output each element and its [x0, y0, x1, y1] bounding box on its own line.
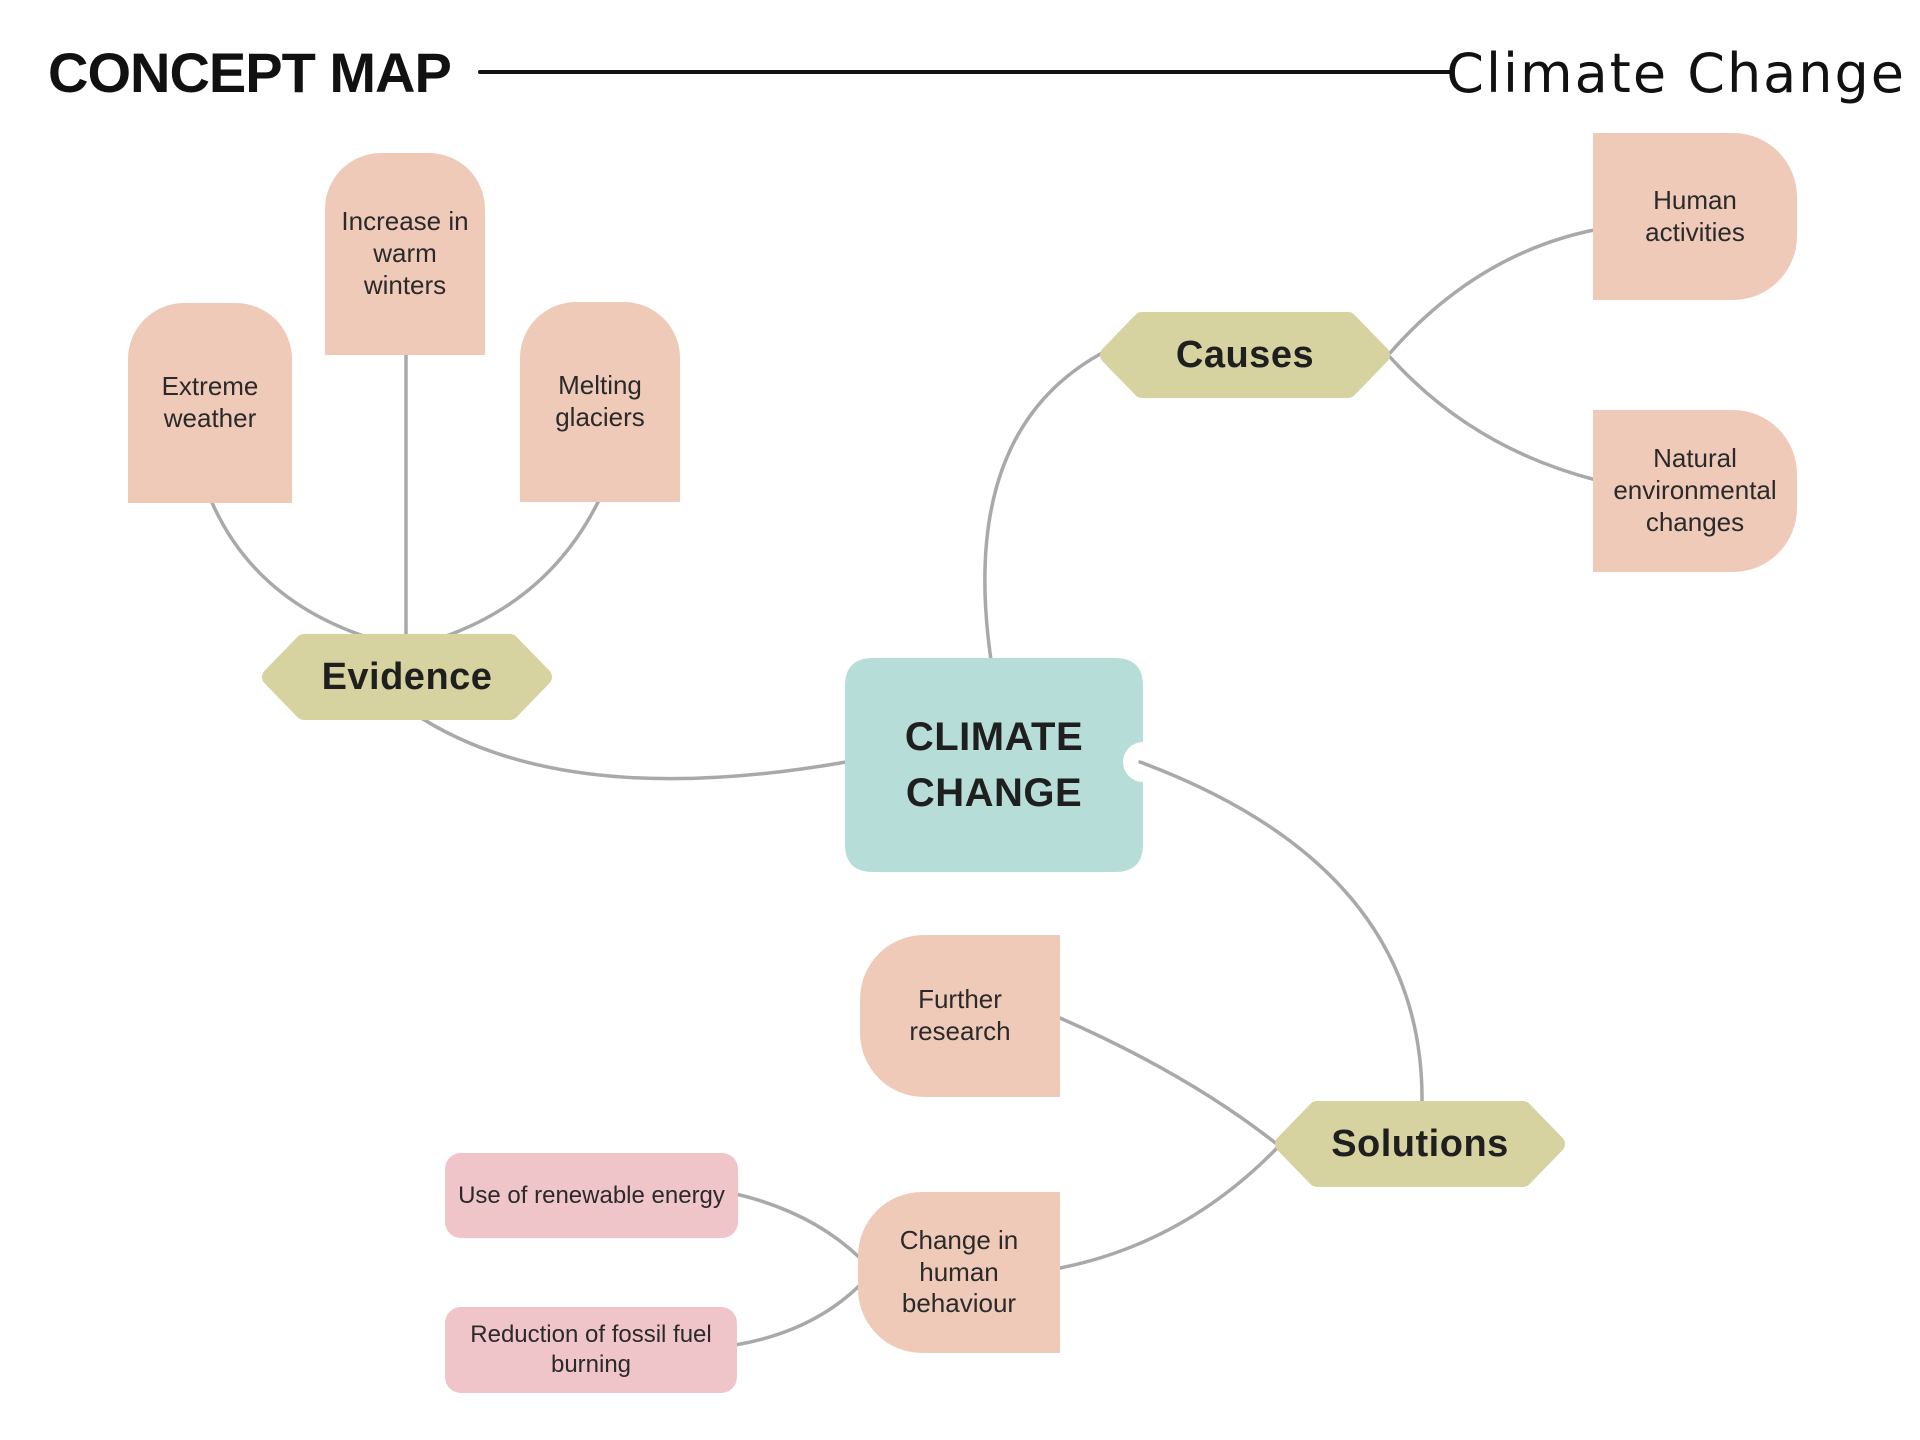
page-title: CONCEPT MAP — [48, 41, 452, 104]
hexagon-shape — [262, 634, 552, 720]
connector-behaviour-fossil-fuel — [733, 1283, 862, 1347]
node-label: Further research — [909, 984, 1011, 1046]
connector-solutions-further-research — [1058, 1016, 1280, 1147]
node-reduction-fossil-fuel[interactable]: Reduction of fossil fuel burning — [445, 1307, 737, 1393]
connector-causes-climate-change — [983, 351, 1104, 662]
node-label: Solutions — [1331, 1122, 1509, 1165]
connector-evidence-melting-glaciers — [412, 496, 602, 648]
title-divider-line — [478, 70, 1452, 74]
connector-climate-change-solutions — [1138, 760, 1424, 1106]
node-increase-warm-winters[interactable]: Increase in warm winters — [325, 153, 485, 355]
node-label: CLIMATE CHANGE — [904, 715, 1084, 815]
connector-causes-natural-changes — [1388, 355, 1598, 482]
node-use-renewable-energy[interactable]: Use of renewable energy — [445, 1153, 738, 1238]
connector-behaviour-renewable-energy — [734, 1192, 862, 1260]
node-label: Causes — [1175, 333, 1315, 376]
node-label: Reduction of fossil fuel burning — [470, 1321, 712, 1378]
node-further-research[interactable]: Further research — [860, 935, 1060, 1097]
node-label: Natural environmental changes — [1613, 443, 1777, 537]
hexagon-shape — [1275, 1101, 1565, 1187]
node-causes[interactable]: Causes — [1100, 312, 1390, 398]
node-climate-change[interactable]: CLIMATE CHANGE — [845, 658, 1143, 872]
connector-solutions-behaviour-change — [1058, 1145, 1280, 1270]
node-extreme-weather[interactable]: Extreme weather — [128, 303, 292, 503]
connector-evidence-extreme-weather — [208, 496, 400, 648]
connector-causes-human-activities — [1388, 228, 1596, 355]
node-change-human-behaviour[interactable]: Change in human behaviour — [858, 1192, 1060, 1353]
node-label: Change in human behaviour — [899, 1224, 1019, 1319]
node-label: Extreme weather — [161, 371, 259, 433]
hexagon-shape — [1100, 312, 1390, 398]
node-label: Evidence — [321, 655, 493, 698]
node-natural-environmental-changes[interactable]: Natural environmental changes — [1593, 410, 1797, 572]
node-evidence[interactable]: Evidence — [262, 634, 552, 720]
page-topic: Climate Change — [1446, 42, 1906, 105]
ticket-shape — [845, 658, 1143, 872]
node-human-activities[interactable]: Human activities — [1593, 133, 1797, 300]
node-label: Use of renewable energy — [458, 1181, 725, 1209]
node-label: Melting glaciers — [555, 370, 645, 432]
node-solutions[interactable]: Solutions — [1275, 1101, 1565, 1187]
node-label: Human activities — [1645, 184, 1745, 247]
node-label: Increase in warm winters — [341, 206, 469, 300]
connector-evidence-climate-change — [410, 710, 848, 781]
node-melting-glaciers[interactable]: Melting glaciers — [520, 302, 680, 502]
